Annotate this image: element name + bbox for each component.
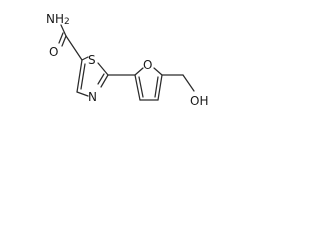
amide-nh2-label: NH2 bbox=[46, 12, 70, 27]
bond-n3-c4 bbox=[76, 91, 89, 97]
thiazole-sulfur-label: S bbox=[88, 53, 96, 67]
amide-nh2-subscript: 2 bbox=[64, 17, 70, 27]
bond-amide-c-n bbox=[60, 24, 67, 37]
bond-amide-to-ring bbox=[65, 35, 83, 61]
bond-fc3-fc2 bbox=[134, 74, 141, 101]
molecule-structure: NH2 O S N O OH bbox=[46, 12, 208, 108]
bond-amide-c-o bbox=[61, 35, 67, 47]
bond-fc5-fc4-double bbox=[154, 76, 159, 98]
bond-c2-n3-double bbox=[97, 73, 105, 85]
bond-fc5-fc4 bbox=[157, 74, 163, 101]
bond-s1-c2 bbox=[97, 62, 109, 76]
furan-oxygen-label: O bbox=[143, 58, 152, 72]
bond-fo1-fc5 bbox=[153, 67, 163, 76]
bond-c4-c5-double bbox=[80, 63, 86, 90]
hydroxyl-label: OH bbox=[190, 94, 208, 108]
amide-oxygen-label: O bbox=[49, 45, 58, 59]
bond-c4-c5 bbox=[76, 59, 83, 93]
bond-fc3-fc2-double bbox=[138, 76, 144, 98]
amide-nh-label: NH bbox=[46, 12, 64, 26]
bond-ch2-oh bbox=[182, 74, 195, 92]
bond-c5-s1 bbox=[81, 56, 89, 61]
bond-c2-n3 bbox=[100, 74, 109, 88]
bond-amide-c-o-double bbox=[58, 32, 64, 44]
thiazole-nitrogen-label: N bbox=[88, 90, 97, 104]
bond-fc2-fo1 bbox=[134, 67, 144, 76]
